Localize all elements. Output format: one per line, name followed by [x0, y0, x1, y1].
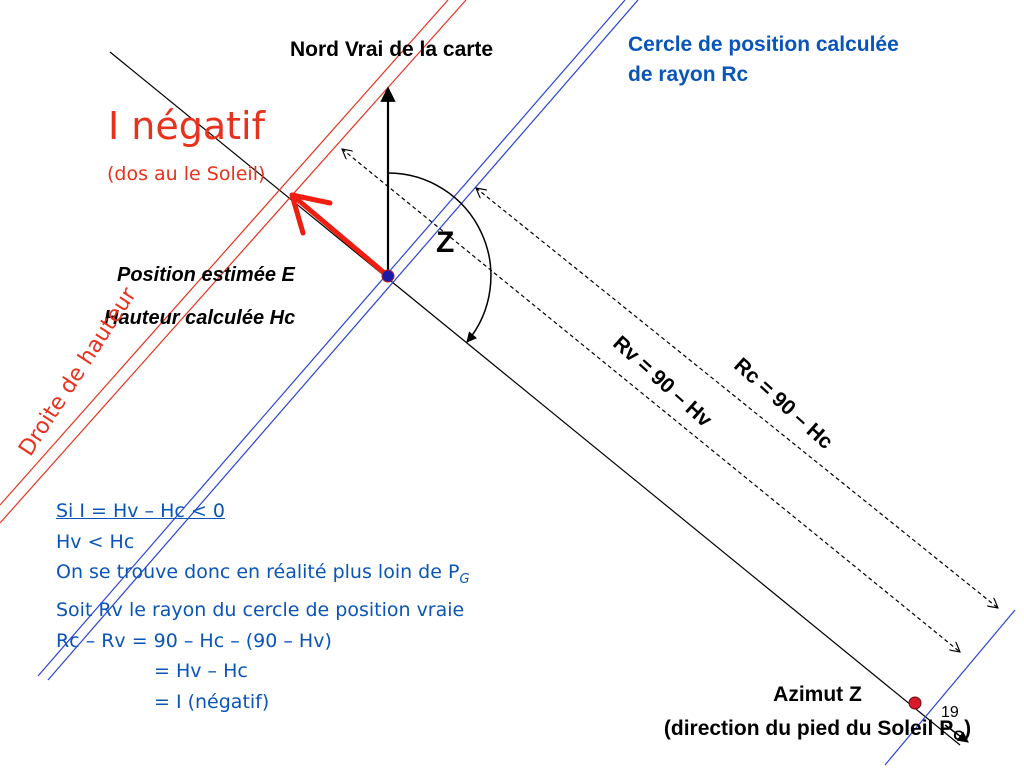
page-number: 19 — [941, 704, 959, 721]
azimuth-subscript: G — [953, 727, 965, 744]
calculated-circle-label-line2: de rayon Rc — [628, 63, 749, 86]
explanation-block: Si I = Hv – Hc < 0 Hv < Hc On se trouve … — [56, 496, 470, 717]
explanation-text: On se trouve donc en réalité plus loin d… — [56, 561, 460, 583]
rc-dashed-measure — [476, 188, 998, 608]
azimuth-label-line1: Azimut Z — [773, 683, 862, 706]
cercle-vrai-tangent-line — [884, 609, 1016, 766]
droite-hauteur-line-1 — [0, 0, 449, 506]
explanation-line: Rc – Rv = 90 – Hc – (90 – Hv) — [56, 629, 332, 652]
true-north-label: Nord Vrai de la carte — [290, 38, 494, 61]
droite-hauteur-line-2 — [0, 0, 467, 524]
pg-direction-arrow — [944, 724, 969, 743]
explanation-subscript: G — [459, 571, 470, 587]
calculated-height-label: Hauteur calculée Hc — [104, 307, 296, 329]
explanation-line: On se trouve donc en réalité plus loin d… — [56, 557, 470, 595]
i-negatif-title: I négatif — [108, 104, 265, 148]
azimuth-text-end: ) — [964, 717, 972, 740]
azimuth-text: (direction du pied du Soleil P — [663, 717, 954, 740]
dos-soleil-label: (dos au le Soleil) — [107, 163, 266, 185]
sun-foot-point — [908, 696, 922, 710]
cercle-position-line-1 — [37, 0, 626, 677]
azimuth-label-line2: (direction du pied du Soleil PG) — [630, 712, 1005, 752]
explanation-condition: Si I = Hv – Hc < 0 — [56, 500, 225, 522]
explanation-line: Soit Rv le rayon du cercle de position v… — [56, 599, 465, 622]
azimuth-angle-label: Z — [436, 226, 455, 259]
calculated-circle-label: Cercle de position calculée de rayon Rc — [628, 30, 899, 90]
estimated-position-label: Position estimée E — [117, 264, 295, 286]
explanation-line: = Hv – Hc — [154, 660, 248, 683]
explanation-line: Hv < Hc — [56, 530, 135, 553]
intercept-arrow-head — [289, 192, 333, 236]
calculated-circle-label-line1: Cercle de position calculée — [628, 33, 899, 56]
estimated-position-point — [381, 269, 395, 283]
explanation-line: = I (négatif) — [154, 690, 270, 713]
intercept-arrow — [295, 197, 391, 279]
azimuth-label: Azimut Z (direction du pied du Soleil PG… — [630, 678, 1005, 752]
